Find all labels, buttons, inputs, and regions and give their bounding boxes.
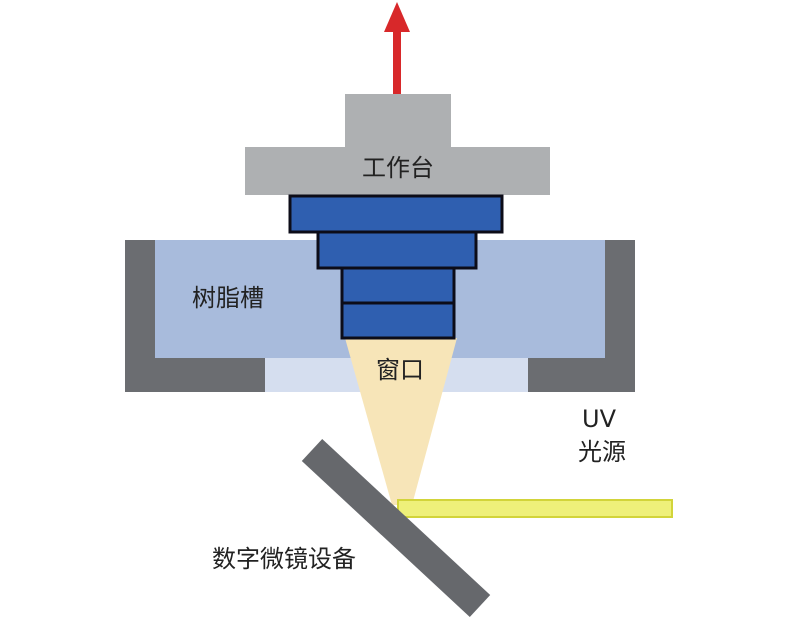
stage-lower [245, 147, 550, 195]
uv-light-label-line1: UV [582, 405, 616, 433]
window-label: 窗口 [376, 356, 424, 384]
resin-vat-label: 树脂槽 [192, 284, 264, 312]
vat-floor-left [125, 358, 265, 392]
vat-floor-right [528, 358, 635, 392]
stage-label: 工作台 [362, 154, 434, 182]
part-layer-1 [288, 194, 504, 234]
dmd-label: 数字微镜设备 [212, 545, 356, 573]
arrow-shaft [393, 28, 401, 94]
uv-light-label-line2: 光源 [578, 438, 626, 466]
light-cone [345, 338, 457, 505]
dmd-mirror [301, 439, 491, 617]
uv-beam [397, 499, 673, 518]
part-layer-4 [340, 301, 456, 340]
part-layer-3 [340, 266, 456, 305]
stage-upper [345, 94, 451, 149]
part-layer-2 [316, 230, 478, 270]
arrow-head [384, 2, 410, 32]
